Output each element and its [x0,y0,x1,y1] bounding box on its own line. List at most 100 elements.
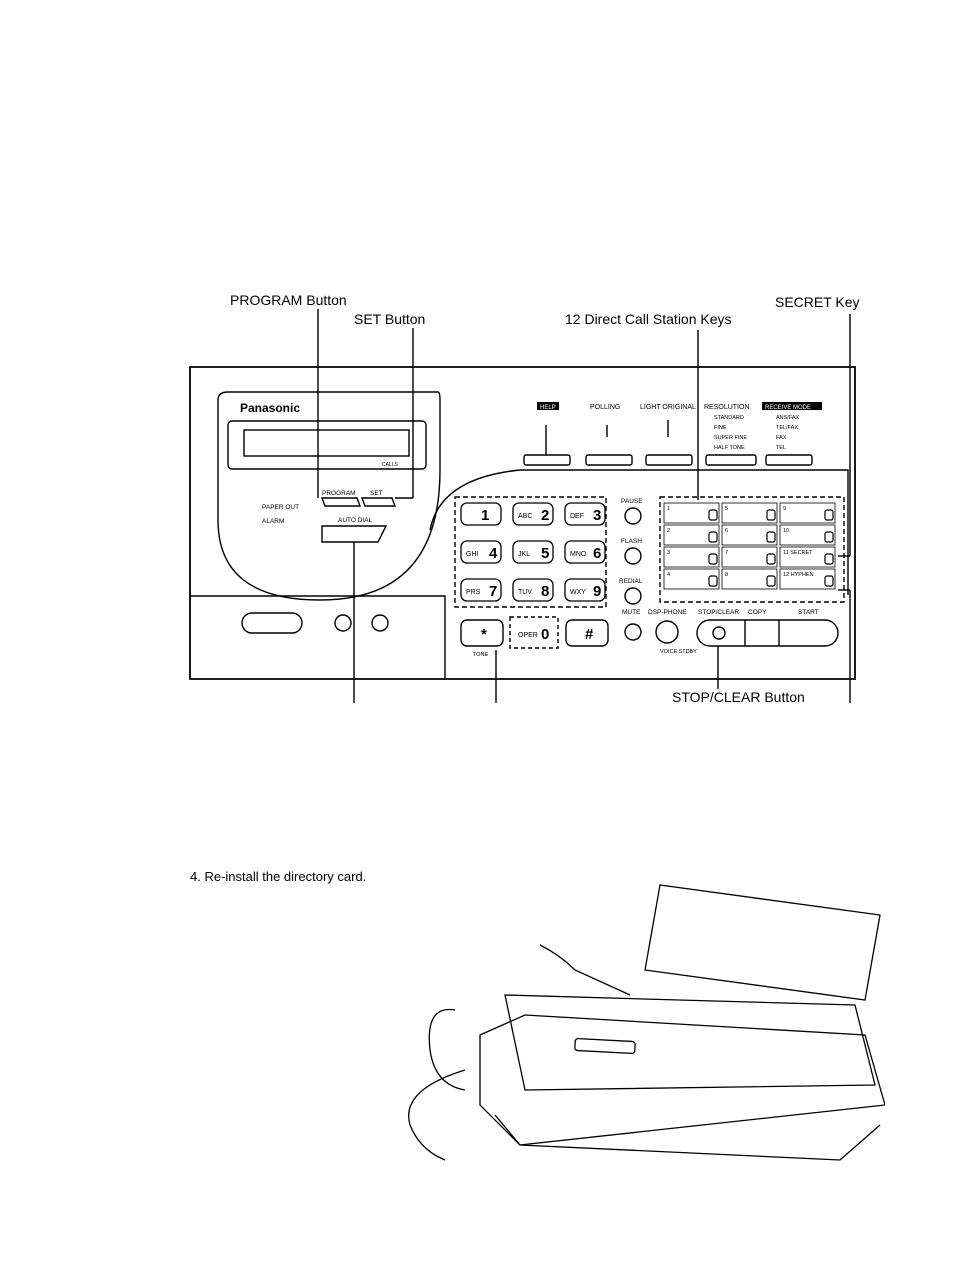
receive-option: ANS/FAX [776,415,800,421]
station-key-5[interactable] [721,524,778,546]
calls-label: CALLS [382,462,399,468]
keypad-digit: 8 [541,583,549,600]
keypad-digit: 0 [541,626,549,643]
station-key-button[interactable] [824,553,834,565]
keypad-letters: PRS [466,589,481,596]
station-key-10[interactable] [663,568,720,590]
station-key-7[interactable] [663,546,720,568]
secret-key-callout: SECRET Key [775,294,860,310]
paper-out-label: PAPER OUT [262,504,299,511]
keypad-key-6[interactable] [564,540,606,564]
station-key-11[interactable] [721,568,778,590]
voice-stdby-label: VOICE STDBY [660,649,697,655]
station-key-button[interactable] [708,575,718,587]
receive-mode-label: RECEIVE MODE [765,405,811,411]
mute-label: MUTE [622,609,641,616]
station-key-label: 3 [667,550,670,556]
keypad-key-4[interactable] [460,540,502,564]
station-key-3[interactable] [779,502,836,524]
keypad-letters: WXY [570,589,586,596]
pause-label: PAUSE [621,498,643,505]
station-key-button[interactable] [766,553,776,565]
station-key-1[interactable] [663,502,720,524]
flash-label: FLASH [621,538,642,545]
keypad-digit: 1 [481,507,489,524]
keypad-key-7[interactable] [460,578,502,602]
station-key-label: 2 [667,528,670,534]
resolution-option: STANDARD [714,415,744,421]
station-key-button[interactable] [766,575,776,587]
step-instruction: 4. Re-install the directory card. [190,869,367,884]
station-key-button[interactable] [766,531,776,543]
station-key-8[interactable] [721,546,778,568]
station-key-button[interactable] [766,509,776,521]
resolution-option: SUPER FINE [714,435,747,441]
station-key-button[interactable] [824,575,834,587]
station-key-button[interactable] [708,509,718,521]
auto-dial-label: AUTO DIAL [338,517,373,524]
keypad-key-3[interactable] [564,502,606,526]
keypad-letters: ABC [518,513,532,520]
resolution-label: RESOLUTION [704,404,750,411]
receive-option: TEL/FAX [776,425,798,431]
station-key-12[interactable] [779,568,836,590]
keypad-digit: 7 [489,583,497,600]
resolution-option: FINE [714,425,727,431]
station-key-9[interactable] [779,546,836,568]
keypad-digit: 5 [541,545,549,562]
fax-machine-illustration [408,884,885,1161]
keypad-letters: TUV [518,589,532,596]
keypad-letters: JKL [518,551,530,558]
dsp-phone-label: DSP-PHONE [648,609,687,616]
keypad-letters: OPER [518,632,538,639]
resolution-option: HALF TONE [714,445,745,451]
copy-label: COPY [748,609,767,616]
set-label: SET [370,490,383,497]
keypad-digit: 4 [489,545,498,562]
alarm-label: ALARM [262,518,284,525]
keypad-key-9[interactable] [564,578,606,602]
station-key-button[interactable] [824,531,834,543]
keypad-key-2[interactable] [512,502,554,526]
station-key-label: 8 [725,572,728,578]
keypad-digit: 6 [593,545,601,562]
program-button-callout: PROGRAM Button [230,292,347,308]
redial-label: REDIAL [619,578,643,585]
keypad-digit: 2 [541,507,549,524]
set-button-callout: SET Button [354,311,426,327]
keypad-digit: 3 [593,507,601,524]
polling-label: POLLING [590,404,620,411]
station-key-button[interactable] [824,509,834,521]
tone-label: TONE [473,652,489,658]
receive-option: TEL [776,445,786,451]
stop-clear-label: STOP/CLEAR [698,609,739,616]
station-key-label: 9 [783,506,786,512]
keypad-digit: * [481,626,487,643]
station-key-button[interactable] [708,531,718,543]
keypad-key-1[interactable] [460,502,502,526]
station-key-6[interactable] [779,524,836,546]
help-label: HELP [540,405,556,411]
station-key-4[interactable] [663,524,720,546]
keypad-letters: MNO [570,551,587,558]
station-key-label: 1 [667,506,670,512]
station-key-label: 4 [667,572,670,578]
station-key-label: 7 [725,550,728,556]
start-label: START [798,609,819,616]
station-key-button[interactable] [708,553,718,565]
station-key-label: 5 [725,506,728,512]
station-key-label: 11 SECRET [783,550,813,556]
keypad-key-5[interactable] [512,540,554,564]
station-key-2[interactable] [721,502,778,524]
keypad-digit: 9 [593,583,601,600]
receive-option: FAX [776,435,787,441]
keypad-key-8[interactable] [512,578,554,602]
stop-clear-callout: STOP/CLEAR Button [672,689,805,705]
keypad-letters: GHI [466,551,479,558]
light-original-label: LIGHT ORIGINAL [640,404,696,411]
keypad-digit: # [585,626,594,643]
station-key-label: 12 HYPHEN [783,572,814,578]
